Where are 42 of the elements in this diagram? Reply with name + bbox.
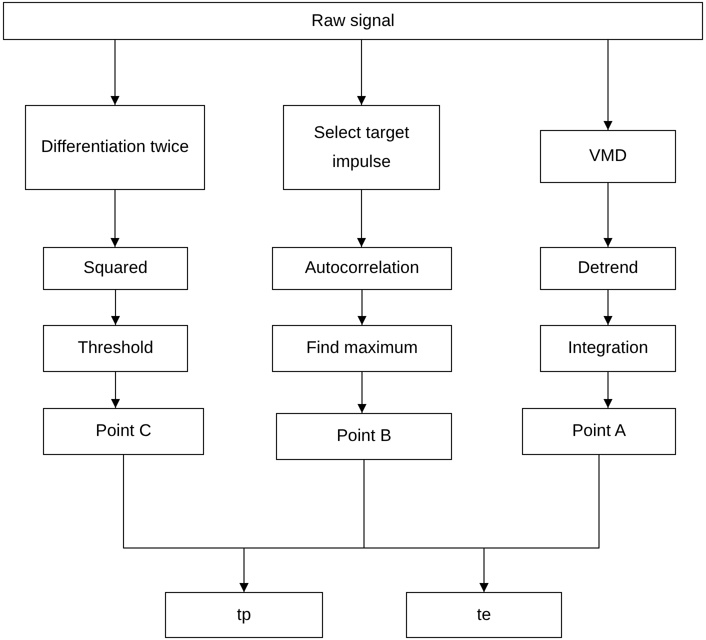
box-label: VMD	[589, 145, 627, 168]
box-label: Point C	[96, 420, 152, 442]
arrow	[110, 190, 120, 248]
arrow	[111, 372, 120, 408]
arrow	[358, 290, 366, 326]
process-box	[283, 105, 440, 190]
arrow	[604, 182, 612, 248]
process-box	[3, 2, 703, 40]
process-box	[43, 325, 188, 372]
arrow	[357, 40, 366, 106]
box-label: Integration	[568, 337, 648, 360]
arrow	[604, 290, 612, 326]
arrow	[604, 40, 612, 130]
box-label: Point A	[572, 420, 626, 442]
box-label: Find maximum	[306, 337, 418, 360]
arrow	[357, 190, 366, 248]
box-label: Point B	[336, 425, 392, 448]
box-label: Select target impulse	[312, 122, 410, 172]
process-box	[522, 408, 676, 455]
box-label: te	[476, 604, 492, 626]
arrow	[358, 372, 366, 414]
process-box	[540, 247, 676, 290]
box-label: Differentiation twice	[40, 136, 190, 158]
arrow	[604, 372, 612, 408]
box-label: Detrend	[578, 257, 638, 280]
process-box	[276, 413, 452, 460]
process-box	[165, 592, 323, 638]
box-label: Squared	[83, 257, 148, 280]
process-box	[272, 325, 452, 372]
box-label: Threshold	[78, 337, 154, 360]
box-label: Raw signal	[311, 10, 395, 32]
process-box	[43, 247, 188, 290]
arrow	[111, 290, 120, 326]
arrow	[110, 40, 120, 106]
process-box	[406, 592, 562, 638]
process-box	[540, 130, 676, 183]
box-label: Autocorrelation	[304, 257, 420, 280]
box-label: tp	[236, 604, 252, 626]
process-box	[43, 408, 204, 455]
process-box	[272, 247, 452, 290]
process-box	[25, 105, 205, 190]
process-box	[540, 325, 676, 372]
